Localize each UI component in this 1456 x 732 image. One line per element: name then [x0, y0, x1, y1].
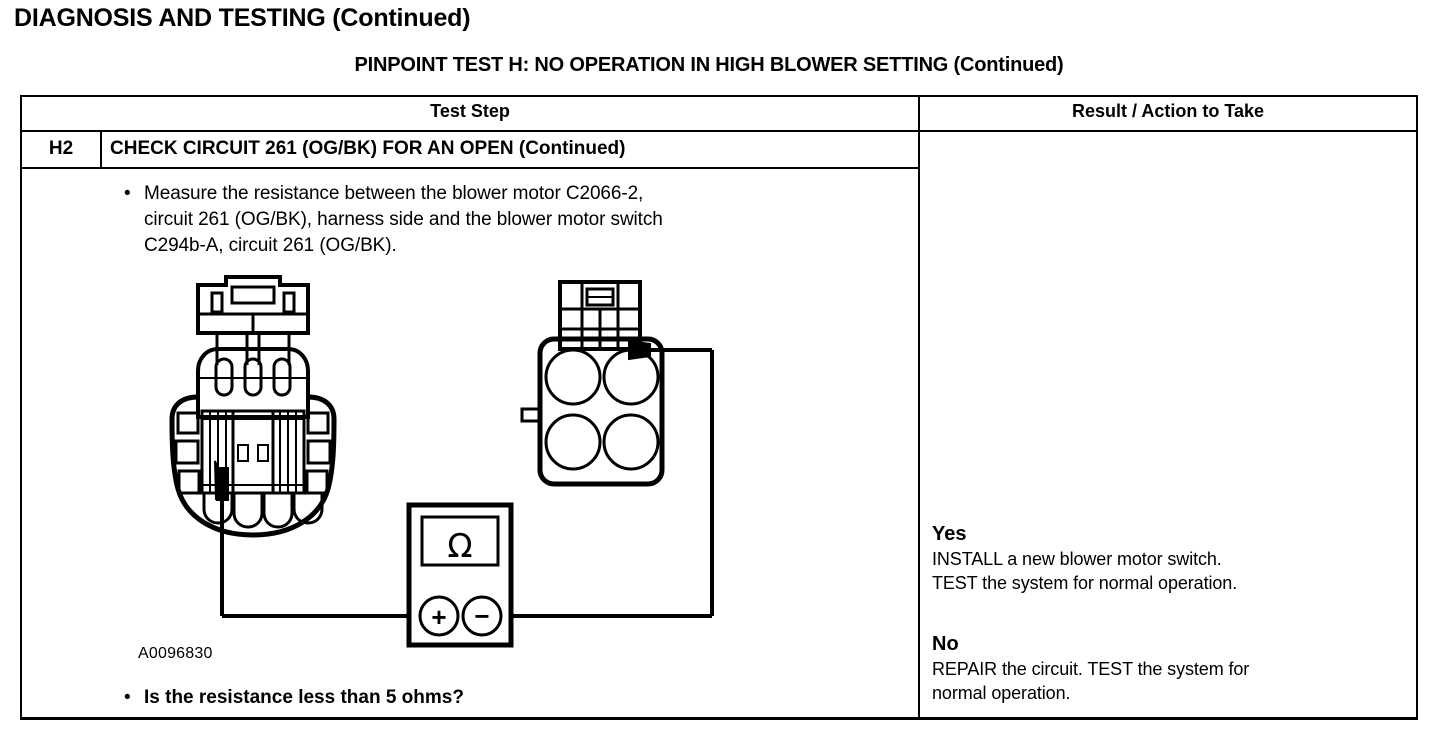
left-wire-boot — [216, 467, 229, 501]
result-no-label: No — [932, 633, 959, 655]
page-title: DIAGNOSIS AND TESTING (Continued) — [14, 4, 471, 32]
step-title: CHECK CIRCUIT 261 (OG/BK) FOR AN OPEN (C… — [110, 138, 626, 159]
instruction-bullet-block: • Measure the resistance between the blo… — [110, 181, 900, 259]
header-rule — [22, 130, 1416, 132]
step-row-rule — [22, 167, 918, 169]
column-divider — [918, 97, 920, 719]
result-yes-line-1: INSTALL a new blower motor switch. — [932, 549, 1222, 569]
meter-terminals — [418, 595, 503, 637]
table-bottom-rule — [20, 717, 1418, 720]
result-yes-label: Yes — [932, 523, 967, 545]
result-yes-block: Yes INSTALL a new blower motor switch. T… — [932, 522, 1412, 595]
result-yes-text: INSTALL a new blower motor switch. TEST … — [932, 547, 1412, 595]
meter-positive-terminal-label: + — [431, 602, 446, 632]
result-yes-line-2: TEST the system for normal operation. — [932, 573, 1238, 593]
header-test-step: Test Step — [430, 101, 510, 121]
result-no-block: No REPAIR the circuit. TEST the system f… — [932, 632, 1412, 705]
instruction-text: Measure the resistance between the blowe… — [144, 181, 663, 259]
instruction-line-3: C294b-A, circuit 261 (OG/BK). — [144, 235, 397, 256]
multimeter — [406, 502, 514, 648]
result-no-line-1: REPAIR the circuit. TEST the system for — [932, 659, 1250, 679]
instruction-line-2: circuit 261 (OG/BK), harness side and th… — [144, 209, 663, 230]
figure-id: A0096830 — [138, 645, 213, 662]
table-header-row: Test Step Result / Action to Take — [22, 97, 1416, 130]
header-result-action: Result / Action to Take — [1071, 101, 1265, 121]
meter-display — [420, 515, 500, 567]
pinpoint-test-table: Test Step Result / Action to Take H2 CHE… — [20, 95, 1418, 719]
question-bullet-marker-icon: • — [124, 687, 131, 708]
result-no-text: REPAIR the circuit. TEST the system for … — [932, 657, 1412, 705]
result-no-line-2: normal operation. — [932, 683, 1071, 703]
blower-motor-connector — [169, 275, 337, 538]
bullet-marker-icon: • — [124, 183, 131, 204]
step-header-row: H2 CHECK CIRCUIT 261 (OG/BK) FOR AN OPEN… — [22, 132, 918, 167]
question-text: Is the resistance less than 5 ohms? — [144, 687, 464, 708]
pinpoint-test-subtitle: PINPOINT TEST H: NO OPERATION IN HIGH BL… — [354, 54, 1064, 76]
step-id: H2 — [48, 138, 74, 159]
blower-motor-switch-connector — [520, 280, 665, 487]
instruction-line-1: Measure the resistance between the blowe… — [144, 183, 644, 204]
ohm-symbol: Ω — [447, 526, 472, 565]
step-id-divider — [100, 132, 102, 167]
circuit-wiring — [220, 348, 714, 618]
test-probe-terminal-right — [628, 339, 651, 361]
instruction-bullet-row: • Measure the resistance between the blo… — [110, 181, 900, 259]
meter-negative-terminal-label: − — [474, 601, 489, 631]
question-bullet-row: • Is the resistance less than 5 ohms? — [110, 686, 464, 710]
